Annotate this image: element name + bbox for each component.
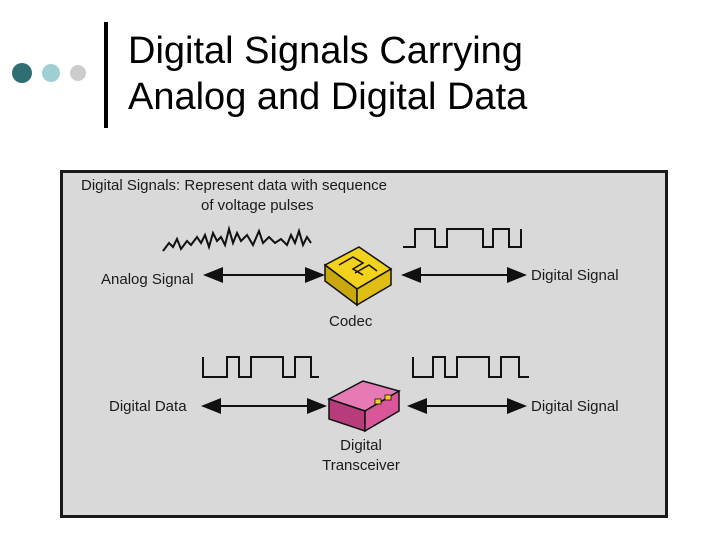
title-divider (104, 22, 108, 128)
digital-pulses-bottom-left (202, 356, 319, 378)
dot-dark (12, 63, 32, 83)
digital-data-label: Digital Data (109, 398, 187, 415)
transceiver-device-icon (327, 380, 401, 433)
codec-label: Codec (329, 313, 373, 330)
analog-waveform (162, 225, 312, 252)
codec-device-icon (323, 246, 393, 307)
slide-title: Digital Signals Carrying Analog and Digi… (128, 28, 708, 120)
dot-gray (70, 65, 86, 81)
title-line-2: Analog and Digital Data (128, 76, 528, 118)
digital-signal-label-bottom: Digital Signal (531, 398, 619, 415)
caption-line-1: Digital Signals: Represent data with seq… (81, 177, 388, 194)
dot-light (42, 64, 60, 82)
caption-line-2: of voltage pulses (201, 197, 314, 214)
digital-pulses-bottom-right (412, 356, 529, 378)
diagram-panel: Digital Signals: Represent data with seq… (60, 170, 668, 518)
title-line-1: Digital Signals Carrying (128, 30, 523, 72)
transceiver-label-line-1: Digital (340, 437, 382, 454)
title-decoration-dots (12, 63, 86, 83)
analog-signal-label: Analog Signal (101, 271, 194, 288)
transceiver-label-line-2: Transceiver (322, 457, 400, 474)
diagram-graphics (162, 225, 529, 433)
digital-signal-label-top: Digital Signal (531, 267, 619, 284)
digital-pulses-top (403, 228, 522, 248)
